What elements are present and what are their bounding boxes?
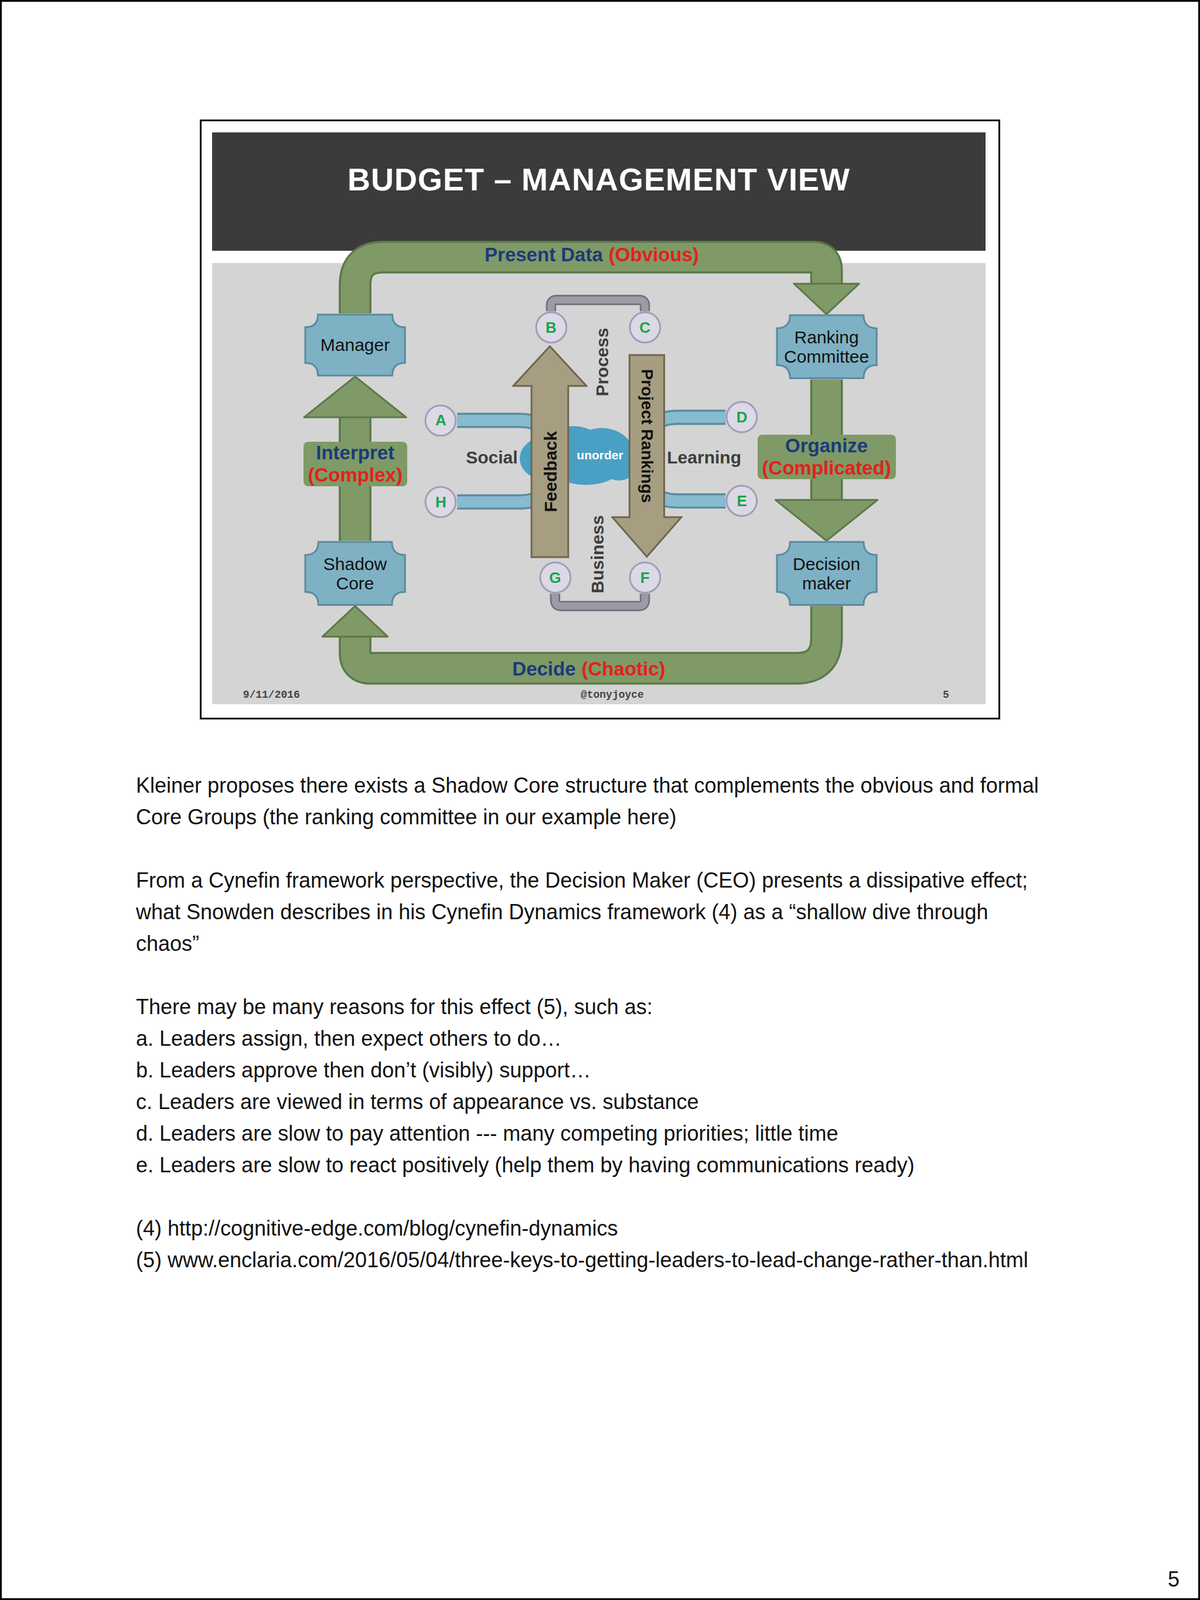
letter-circle: H xyxy=(424,485,458,519)
node-text: Manager xyxy=(312,335,398,355)
page-number: 5 xyxy=(1167,1567,1180,1592)
connector-line xyxy=(550,300,645,312)
circle-letter: D xyxy=(736,409,748,425)
note-text: b. Leaders approve then don’t (visibly) … xyxy=(135,1054,1050,1087)
rankings-arrow: Project Rankings xyxy=(611,353,683,558)
letter-circle: E xyxy=(725,484,759,518)
letter-circle: A xyxy=(424,404,458,438)
edge-label: Present Data xyxy=(484,243,603,267)
letter-circle: B xyxy=(534,311,568,344)
note-text: Kleiner proposes there exists a Shadow C… xyxy=(135,769,1050,834)
circle-outline xyxy=(726,401,758,433)
edge-label: Organize xyxy=(785,434,868,458)
feedback-arrow: Feedback xyxy=(512,345,588,559)
circle-outline xyxy=(726,485,758,517)
note-text: (4) http://cognitive-edge.com/blog/cynef… xyxy=(135,1212,1050,1245)
connector xyxy=(554,594,645,607)
edge-label: Interpret xyxy=(315,441,395,465)
circle-letter: F xyxy=(640,570,650,586)
circle-outline xyxy=(629,312,661,343)
connector xyxy=(304,376,407,541)
note-text: There may be many reasons for this effec… xyxy=(135,991,1050,1024)
circle-letter: G xyxy=(549,570,561,586)
circle-letter: C xyxy=(639,319,651,336)
edge-label: Decide xyxy=(512,658,576,681)
circle-outline xyxy=(536,312,567,343)
arrowhead xyxy=(322,605,388,637)
circle-letter: H xyxy=(435,494,447,510)
badge-outline xyxy=(305,541,405,605)
node-text: unorder xyxy=(576,448,623,463)
loop-label: Learning xyxy=(666,447,742,467)
letter-circle: G xyxy=(539,561,572,595)
loop-label: Business xyxy=(587,515,607,593)
circle-letter: A xyxy=(435,412,447,428)
slide-title: BUDGET – MANAGEMENT VIEW xyxy=(212,155,986,203)
arrow-outline xyxy=(513,346,587,558)
node-text: Project Rankings xyxy=(638,368,657,503)
role-box: Manager xyxy=(304,313,407,377)
circle-letter: E xyxy=(736,493,747,509)
role-box: Ranking Committee xyxy=(775,314,878,380)
note-text: d. Leaders are slow to pay attention ---… xyxy=(135,1117,1050,1150)
note-text: From a Cynefin framework perspective, th… xyxy=(135,864,1050,960)
node-text: Ranking Committee xyxy=(783,327,869,367)
note-text: a. Leaders assign, then expect others to… xyxy=(135,1023,1050,1055)
edge-label-patch: Decide(Chaotic) xyxy=(507,658,670,681)
role-box: Decision maker xyxy=(775,540,878,606)
notes-block: Kleiner proposes there exists a Shadow C… xyxy=(135,769,1050,1277)
note-text: e. Leaders are slow to react positively … xyxy=(135,1149,1050,1182)
circle-outline xyxy=(425,486,456,518)
node-text: Decision maker xyxy=(783,554,869,593)
slide-footer: 5 xyxy=(942,689,950,701)
arrowhead xyxy=(304,376,407,418)
note-text: c. Leaders are viewed in terms of appear… xyxy=(135,1086,1050,1118)
circle-outline xyxy=(425,405,456,436)
circle-outline xyxy=(629,562,661,593)
domain-label: (Complicated) xyxy=(762,457,892,480)
badge-outline xyxy=(305,314,405,376)
role-box: Shadow Core xyxy=(304,540,407,606)
slide-footer: @tonyjoyce xyxy=(580,689,644,701)
circle-letter: B xyxy=(545,319,557,336)
letter-circle: D xyxy=(725,400,759,434)
node-text: Feedback xyxy=(540,431,560,513)
badge-outline xyxy=(776,541,877,605)
connector-line xyxy=(554,594,645,607)
arrowhead xyxy=(793,283,859,315)
letter-circle: C xyxy=(628,311,662,344)
edge-label-patch: Present Data(Obvious) xyxy=(479,243,704,267)
domain-label: (Chaotic) xyxy=(581,658,666,681)
note-text: (5) www.enclaria.com/2016/05/04/three-ke… xyxy=(135,1244,1050,1277)
loop-label: Process xyxy=(592,328,612,397)
connector-outline xyxy=(554,594,645,607)
domain-label: (Complex) xyxy=(308,464,403,487)
letter-circle: F xyxy=(628,561,662,595)
edge-label-patch: Organize(Complicated) xyxy=(757,434,896,480)
connector xyxy=(550,300,645,312)
arrowhead xyxy=(775,499,878,541)
circle-outline xyxy=(540,562,571,593)
edge-label-patch: Interpret(Complex) xyxy=(303,441,408,487)
connector-outline xyxy=(550,300,645,312)
domain-label: (Obvious) xyxy=(608,243,700,267)
badge-outline xyxy=(776,315,877,378)
loop-label: Social xyxy=(465,447,518,467)
slide-footer: 9/11/2016 xyxy=(243,689,300,701)
node-text: Shadow Core xyxy=(312,554,398,593)
